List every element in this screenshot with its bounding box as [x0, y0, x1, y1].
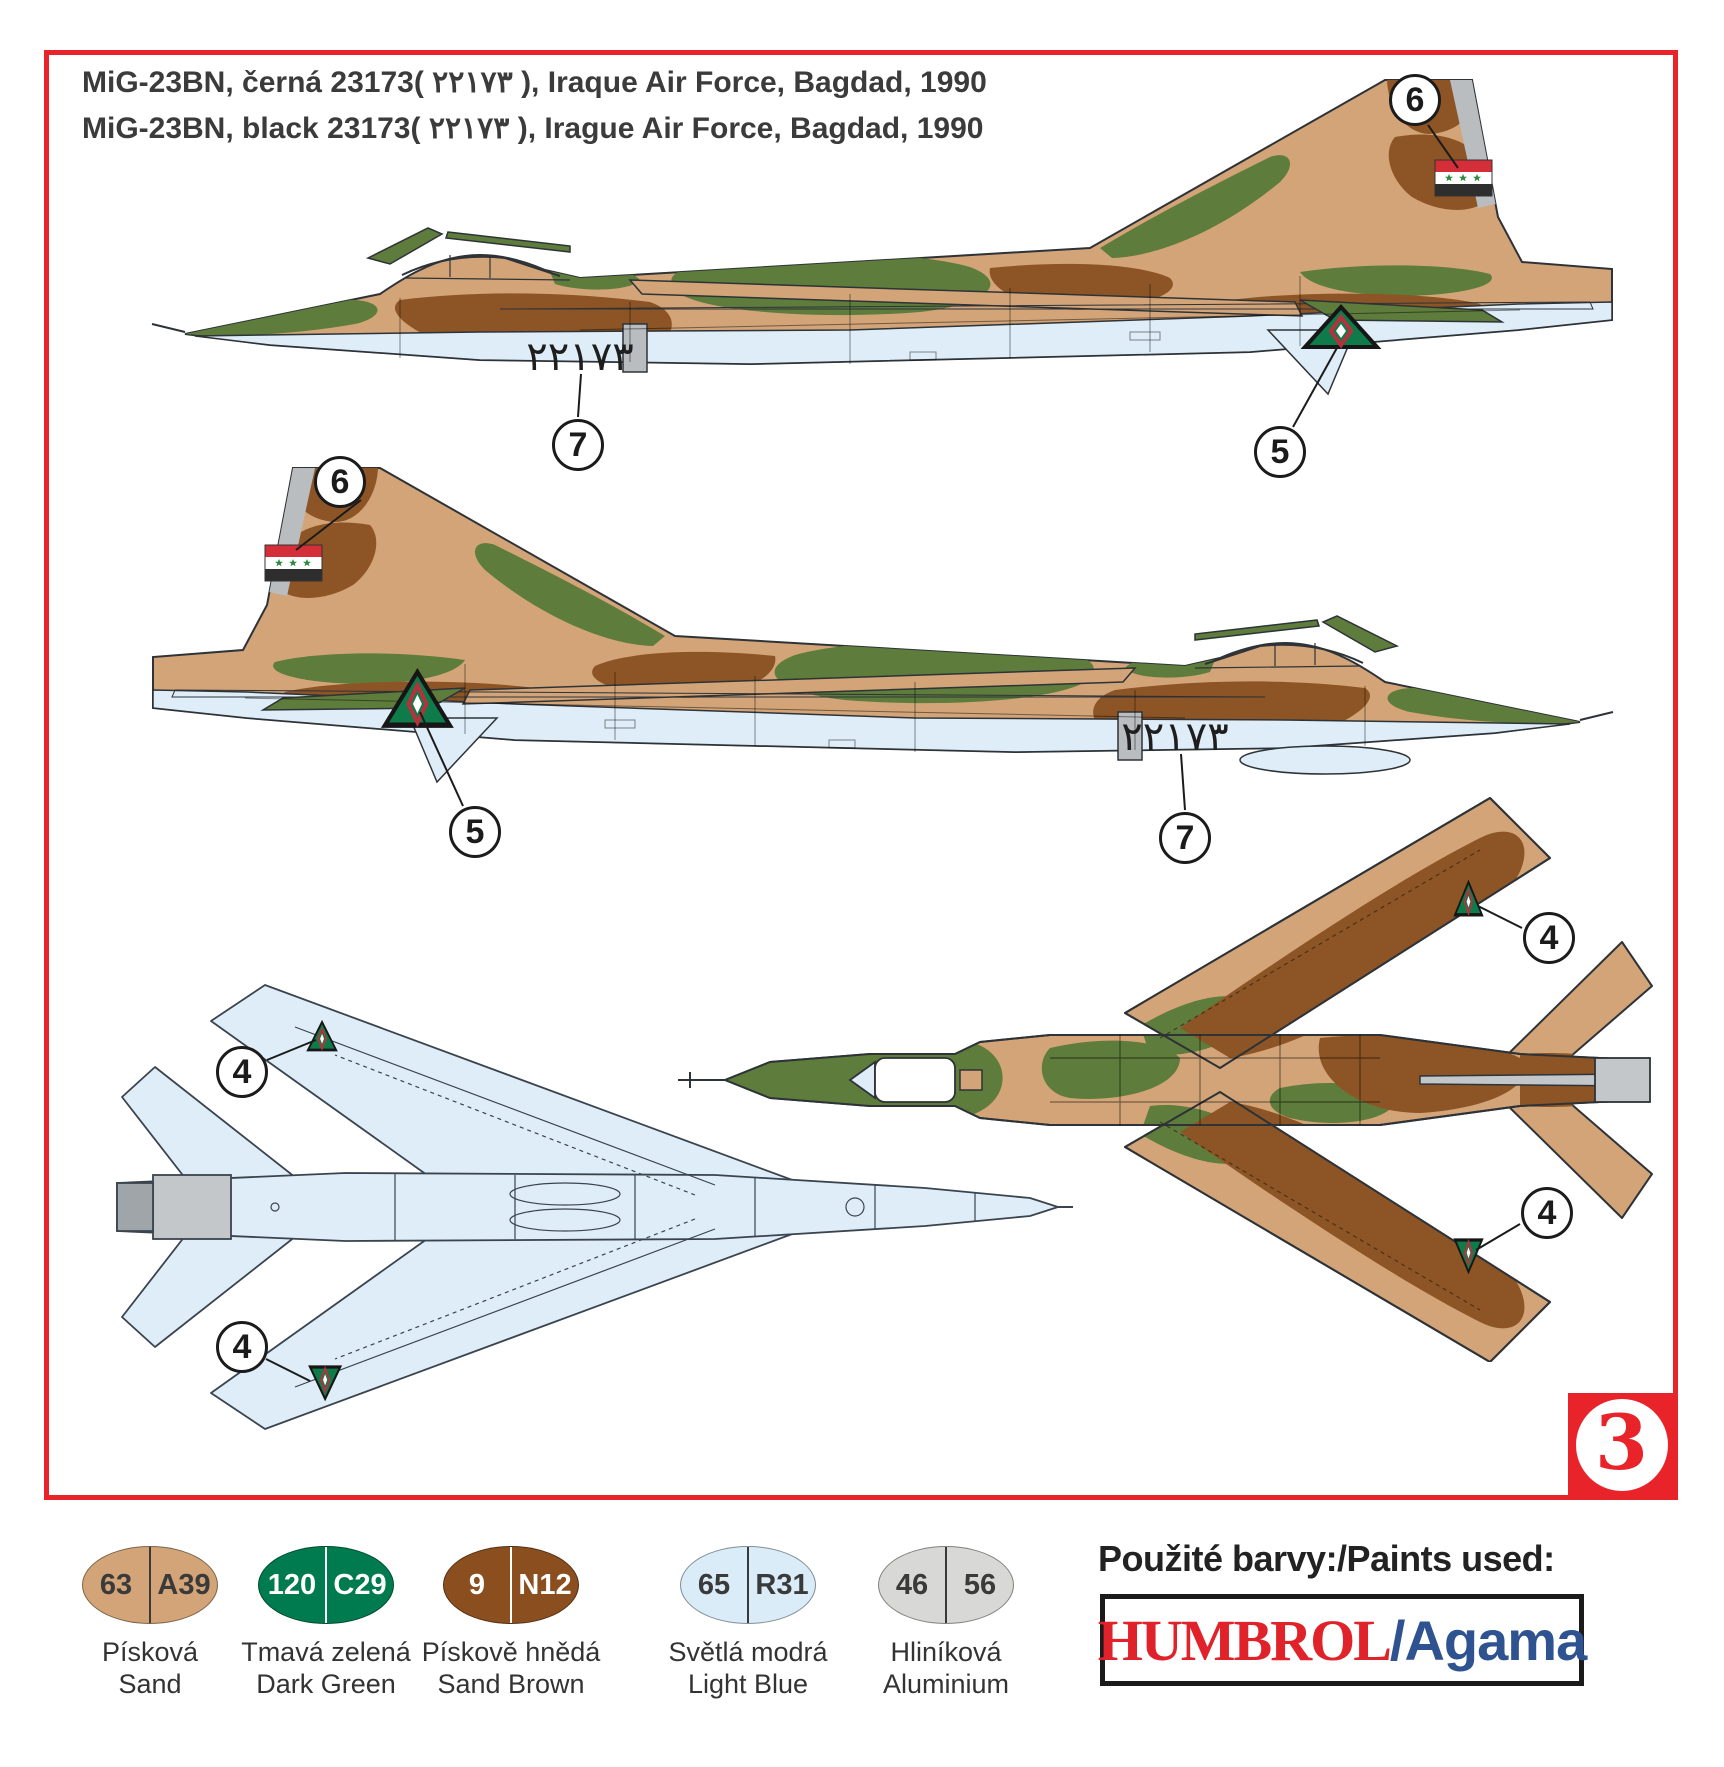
callout-circle: 7 — [552, 419, 604, 471]
agama-code: 56 — [963, 1568, 997, 1601]
agama-code: C29 — [333, 1568, 387, 1601]
humbrol-code: 63 — [99, 1568, 133, 1601]
callout-label: 4 — [1539, 918, 1559, 957]
aircraft-top-view — [678, 797, 1653, 1362]
aircraft-bottom-view — [116, 984, 1073, 1430]
serial-number-arabic: ٢٢١٧٣ — [1121, 714, 1228, 760]
callout-label: 5 — [1270, 432, 1290, 471]
aircraft-side-profile-2: ٢٢١٧٣ — [85, 450, 1655, 880]
paint-name: Tmavá zelená Dark Green — [216, 1636, 436, 1700]
paint-swatch-sand-brown: 9 N12 — [443, 1546, 579, 1624]
callout-label: 7 — [568, 425, 588, 464]
agama-code: R31 — [755, 1568, 809, 1601]
paint-swatch-aluminium: 46 56 — [878, 1546, 1014, 1624]
paint-name-czech: Světlá modrá — [668, 1637, 828, 1667]
paint-name: Světlá modrá Light Blue — [638, 1636, 858, 1700]
callout-circle: 5 — [1254, 426, 1306, 478]
callout-circle: 5 — [449, 806, 501, 858]
humbrol-code: 9 — [468, 1568, 486, 1601]
iraqi-flag-marking — [1434, 159, 1493, 197]
callout-label: 6 — [330, 462, 350, 501]
sheet-title: MiG-23BN, černá 23173( ٢٢١٧٣ ), Iraque A… — [82, 60, 987, 152]
swatch-divider — [510, 1547, 512, 1623]
swatch-divider — [747, 1547, 749, 1623]
paint-name-english: Sand Brown — [437, 1669, 585, 1699]
callout-circle: 4 — [1523, 912, 1575, 964]
page-number-disc: 3 — [1575, 1397, 1668, 1491]
callout-circle: 4 — [1521, 1187, 1573, 1239]
callout-label: 6 — [1405, 80, 1425, 119]
paint-name-czech: Hliníková — [890, 1637, 1002, 1667]
serial-number-arabic: ٢٢١٧٣ — [526, 334, 633, 380]
brand-logo-box: HUMBROL /Agama — [1097, 1594, 1587, 1686]
paint-name: Pískově hnědá Sand Brown — [401, 1636, 621, 1700]
iraqi-flag-marking — [264, 544, 323, 582]
paint-swatch-dark-green: 120 C29 — [258, 1546, 394, 1624]
diagram-frame — [44, 50, 1678, 1500]
swatch-divider — [149, 1547, 151, 1623]
paint-name-czech: Pískově hnědá — [421, 1637, 601, 1667]
drop-tank — [1239, 745, 1411, 775]
page-number: 3 — [1595, 1397, 1648, 1487]
callout-circle: 6 — [1389, 74, 1441, 126]
callout-label: 4 — [232, 1052, 252, 1091]
swatch-divider — [945, 1547, 947, 1623]
paints-used-heading: Použité barvy:/Paints used: — [1098, 1538, 1555, 1579]
callout-circle: 7 — [1159, 812, 1211, 864]
humbrol-logo: HUMBROL — [1097, 1607, 1392, 1673]
humbrol-code: 120 — [267, 1568, 317, 1601]
aircraft-side-profile-1: ٢٢١٧٣ — [150, 62, 1650, 457]
page-number-badge: 3 — [1568, 1393, 1675, 1497]
swatch-divider — [325, 1547, 327, 1623]
paint-swatch-sand: 63 A39 — [82, 1546, 218, 1624]
paint-name-english: Aluminium — [882, 1669, 1010, 1699]
humbrol-code: 46 — [895, 1568, 929, 1601]
humbrol-code: 65 — [697, 1568, 731, 1601]
callout-circle: 4 — [216, 1046, 268, 1098]
paint-name-english: Dark Green — [256, 1669, 396, 1699]
callout-label: 5 — [465, 812, 485, 851]
paint-swatch-light-blue: 65 R31 — [680, 1546, 816, 1624]
paint-name: Písková Sand — [40, 1636, 260, 1700]
paint-name-english: Light Blue — [687, 1669, 809, 1699]
callout-circle: 4 — [216, 1321, 268, 1373]
paint-name: Hliníková Aluminium — [836, 1636, 1056, 1700]
paint-name-czech: Písková — [101, 1637, 199, 1667]
paint-name-czech: Tmavá zelená — [241, 1637, 411, 1667]
callout-label: 7 — [1175, 818, 1195, 857]
paint-name-english: Sand — [118, 1669, 182, 1699]
title-line-czech: MiG-23BN, černá 23173( ٢٢١٧٣ ), Iraque A… — [82, 66, 987, 99]
agama-code: A39 — [157, 1568, 211, 1601]
callout-label: 4 — [232, 1327, 252, 1366]
callout-circle: 6 — [314, 456, 366, 508]
callout-label: 4 — [1537, 1193, 1557, 1232]
title-line-english: MiG-23BN, black 23173( ٢٢١٧٣ ), Irague A… — [82, 112, 984, 145]
agama-code: N12 — [518, 1568, 572, 1601]
agama-logo: /Agama — [1389, 1608, 1587, 1672]
